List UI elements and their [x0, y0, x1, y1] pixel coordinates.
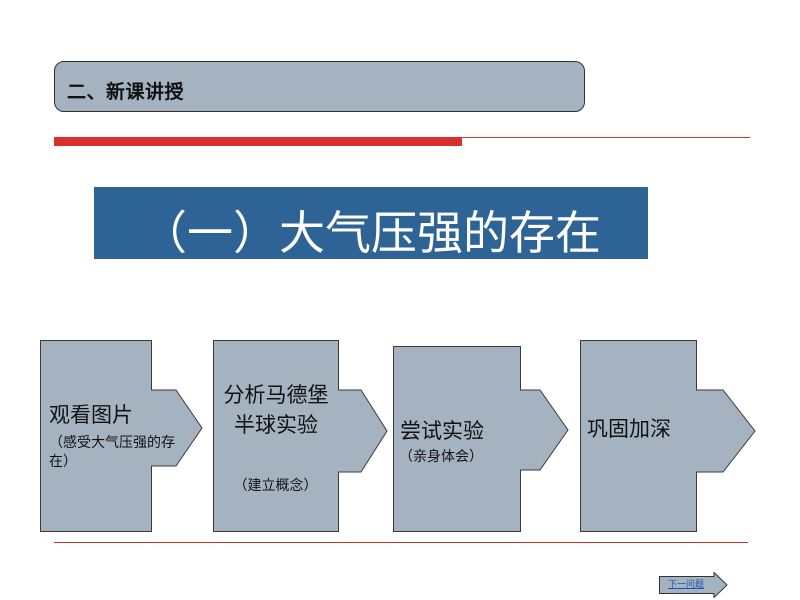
next-question-button[interactable]: 下一问题 [659, 572, 729, 598]
step-3-subtitle: （亲身体会） [399, 449, 483, 465]
step-1-title: 观看图片 [49, 403, 133, 427]
section-header: 二、新课讲授 [54, 61, 585, 112]
section-title: 二、新课讲授 [67, 81, 185, 103]
footer-divider [54, 542, 748, 543]
slide-title-box: （一）大气压强的存在 [94, 187, 648, 260]
step-arrow-shape [213, 340, 388, 532]
step-1-subtitle: （感受大气压强的存在） [49, 435, 175, 470]
step-try-experiment[interactable]: 尝试实验 （亲身体会） [393, 346, 571, 532]
header-divider-thick [54, 138, 462, 146]
next-question-label[interactable]: 下一问题 [668, 580, 705, 590]
step-observe-pictures[interactable]: 观看图片 （感受大气压强的存在） [40, 340, 204, 532]
header-divider-thin [54, 137, 750, 138]
step-consolidate[interactable]: 巩固加深 [580, 340, 758, 532]
step-arrow-shape [40, 340, 203, 532]
next-arrow-icon [659, 572, 728, 598]
step-2-title: 分析马德堡半球实验 [223, 383, 329, 437]
step-arrow-shape [393, 346, 569, 532]
step-2-subtitle: （建立概念） [233, 478, 318, 494]
step-arrow-shape [580, 340, 756, 532]
step-magdeburg-analysis[interactable]: 分析马德堡半球实验 （建立概念） [213, 340, 389, 532]
slide-title: （一）大气压强的存在 [141, 206, 601, 260]
step-4-title: 巩固加深 [587, 417, 671, 441]
step-3-title: 尝试实验 [400, 419, 484, 443]
